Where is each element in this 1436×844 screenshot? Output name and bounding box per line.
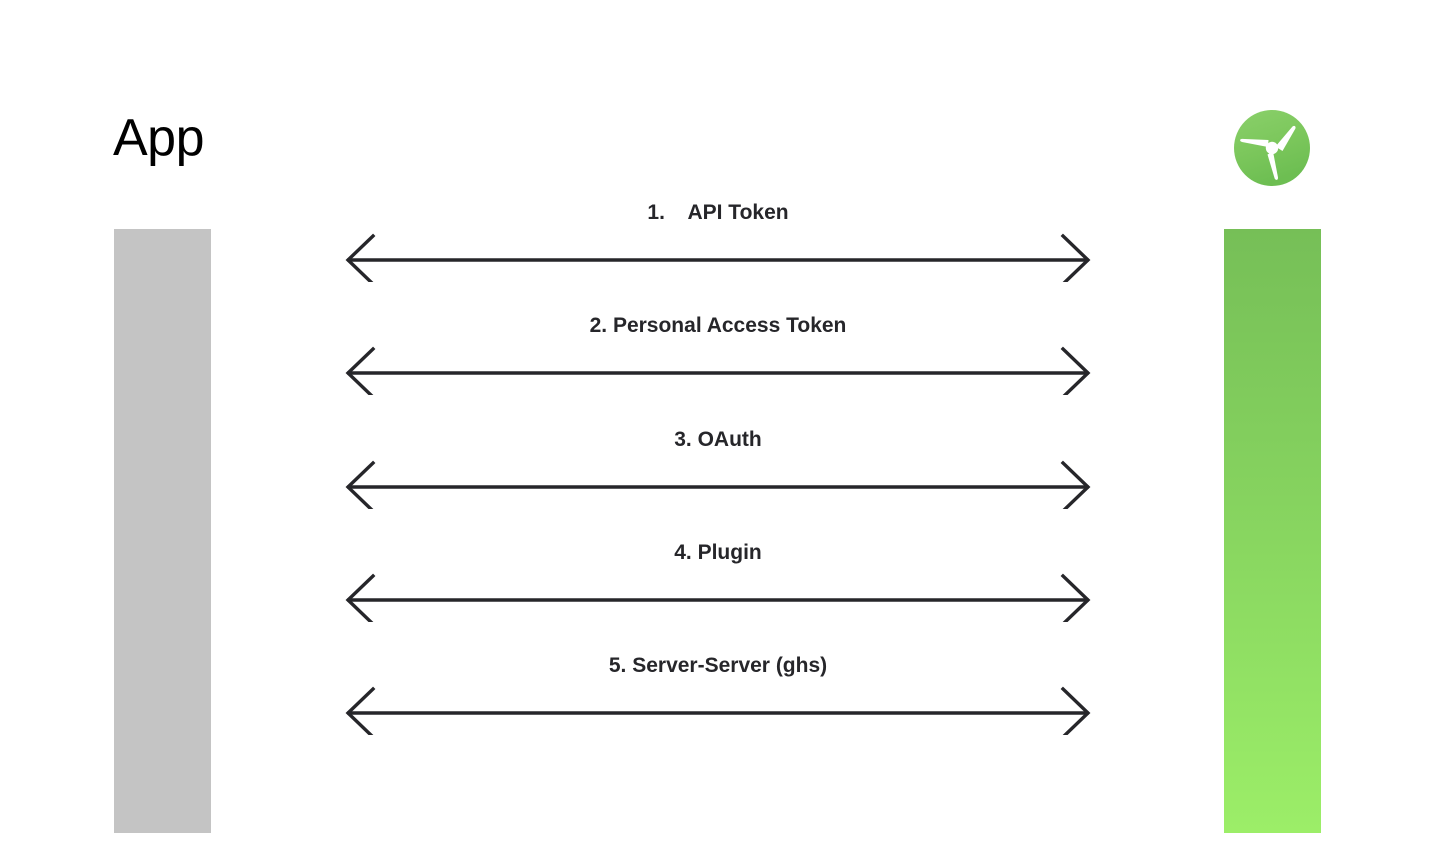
message-label: 1. API Token — [647, 201, 789, 224]
bidirectional-arrow-icon — [340, 566, 1096, 622]
bidirectional-arrow-icon — [340, 679, 1096, 735]
app-actor-title: App — [113, 109, 205, 167]
message-label: 5. Server-Server (ghs) — [608, 654, 828, 677]
message-row: 3. OAuth — [340, 429, 1096, 509]
bidirectional-arrow-icon — [340, 453, 1096, 509]
message-label: 4. Plugin — [674, 541, 762, 564]
message-row: 4. Plugin — [340, 542, 1096, 622]
message-row: 2. Personal Access Token — [340, 315, 1096, 395]
bidirectional-arrow-icon — [340, 226, 1096, 282]
bidirectional-arrow-icon — [340, 339, 1096, 395]
message-label: 2. Personal Access Token — [589, 314, 847, 337]
service-lifeline-bar — [1224, 229, 1321, 833]
message-row: 5. Server-Server (ghs) — [340, 655, 1096, 735]
app-lifeline-bar — [114, 229, 211, 833]
message-label: 3. OAuth — [674, 428, 762, 451]
propeller-logo-icon — [1232, 108, 1312, 188]
message-row: 1. API Token — [340, 202, 1096, 282]
